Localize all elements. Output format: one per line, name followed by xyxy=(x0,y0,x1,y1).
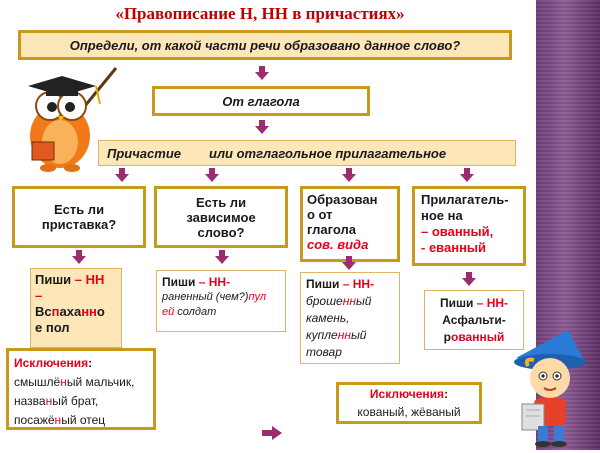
condition-accent: сов. вида xyxy=(307,237,369,252)
owl-professor-icon xyxy=(10,64,120,179)
rule-example-highlight: нн xyxy=(337,328,351,342)
rule-example: аха xyxy=(59,304,82,319)
condition-perfective-box: Образован о от глагола сов. вида xyxy=(300,186,400,262)
rule-label: Пиши xyxy=(35,272,72,287)
rule-example-highlight: ованный xyxy=(451,329,505,344)
exception-word: ый брат, xyxy=(52,394,99,408)
question-box: Определи, от какой части речи образовано… xyxy=(18,30,512,60)
down-arrow-icon xyxy=(215,250,229,264)
condition-accent: – ованный, xyxy=(421,224,494,239)
from-verb-box: От глагола xyxy=(152,86,370,116)
rule-example: р xyxy=(443,329,451,344)
rule-example-highlight: п xyxy=(51,304,60,319)
condition-line: зависимое xyxy=(186,209,256,225)
rule-example-highlight: пул xyxy=(248,291,267,303)
condition-line: Прилагатель- xyxy=(421,192,509,207)
rule-dash: – xyxy=(35,288,43,303)
down-arrow-icon xyxy=(460,168,474,182)
rule-label: Пиши xyxy=(439,295,474,310)
down-arrow-icon xyxy=(342,168,356,182)
exceptions-colon: : xyxy=(444,387,449,401)
rule-example: купле xyxy=(306,328,338,342)
exception-highlight: н xyxy=(60,375,67,389)
down-arrow-icon xyxy=(342,256,356,270)
participle-box: Причастие или отглагольное прилагательно… xyxy=(98,140,516,166)
rule-label: Пиши xyxy=(162,275,196,289)
rule-nn: – НН- xyxy=(342,277,375,291)
rule-example: солдат xyxy=(174,306,217,318)
rule-example: ый xyxy=(350,328,367,342)
exception-highlight: н xyxy=(54,413,62,427)
rule-perfective-box: Пиши – НН- брошенный камень, купленный т… xyxy=(300,272,400,364)
exceptions-colon: : xyxy=(88,356,93,370)
condition-suffix-box: Прилагатель- ное на – ованный, - еванный xyxy=(412,186,526,266)
rule-example-highlight: нн xyxy=(81,304,97,319)
down-arrow-icon xyxy=(255,66,269,80)
rule-nn: – НН- xyxy=(198,275,231,289)
rule-example: камень, xyxy=(306,311,350,325)
rule-example: Вс xyxy=(35,304,52,319)
down-arrow-icon xyxy=(462,272,476,286)
condition-line: Есть ли xyxy=(53,202,105,217)
rule-example: о xyxy=(96,304,105,319)
down-arrow-icon xyxy=(115,168,129,182)
exception-word: кованый, жёваный xyxy=(357,405,461,419)
exception-word: смышлё xyxy=(14,375,61,389)
condition-dependent-word-box: Есть ли зависимое слово? xyxy=(154,186,288,248)
exception-word: ый мальчик, xyxy=(66,375,135,389)
rule-example: Асфальти- xyxy=(442,312,506,327)
condition-line: о от xyxy=(307,207,333,222)
down-arrow-icon xyxy=(205,168,219,182)
question-text: Определи, от какой части речи образовано… xyxy=(69,37,461,53)
rule-example: е пол xyxy=(35,320,70,335)
exception-word: назва xyxy=(14,394,46,408)
rule-example: раненный (чем?) xyxy=(162,291,249,303)
rule-example-highlight: нн xyxy=(342,294,356,308)
kid-artist-icon xyxy=(498,330,598,453)
adjective-label: или отглагольное прилагательное xyxy=(209,145,447,161)
right-arrow-icon xyxy=(262,426,282,440)
exceptions-left-box: Исключения: смышлёный мальчик, названый … xyxy=(6,348,156,430)
condition-line: слово? xyxy=(197,224,245,240)
rule-suffix-box: Пиши – НН- Асфальти- рованный xyxy=(424,290,524,350)
rule-nn: – НН- xyxy=(476,295,509,310)
rule-prefix-box: Пиши – НН – Вспаханно е пол xyxy=(30,268,122,348)
page-title: «Правописание Н, НН в причастиях» xyxy=(115,4,405,23)
exceptions-label: Исключения xyxy=(14,356,89,370)
rule-nn: – НН xyxy=(74,272,105,287)
rule-example: броше xyxy=(306,294,343,308)
from-verb-text: От глагола xyxy=(222,93,300,109)
condition-line: Образован xyxy=(307,192,378,207)
rule-label: Пиши xyxy=(306,277,340,291)
exceptions-right-box: Исключения: кованый, жёваный xyxy=(336,382,482,424)
condition-accent: - еванный xyxy=(421,240,487,255)
exceptions-label: Исключения xyxy=(369,387,445,401)
exception-highlight: н xyxy=(45,394,53,408)
participle-label: Причастие xyxy=(107,145,182,161)
rule-example-highlight: ей xyxy=(162,306,175,318)
rule-dependent-box: Пиши – НН- раненный (чем?)пул ей солдат xyxy=(156,270,286,332)
rule-example: товар xyxy=(306,345,342,359)
down-arrow-icon xyxy=(255,120,269,134)
condition-line: ное на xyxy=(421,208,463,223)
condition-prefix-box: Есть ли приставка? xyxy=(12,186,146,248)
condition-line: приставка? xyxy=(41,217,117,232)
exception-word: посажё xyxy=(14,413,55,427)
down-arrow-icon xyxy=(72,250,86,264)
condition-line: глагола xyxy=(307,222,356,237)
rule-example: ый xyxy=(355,294,372,308)
exception-word: ый отец xyxy=(61,413,106,427)
condition-line: Есть ли xyxy=(195,194,247,210)
